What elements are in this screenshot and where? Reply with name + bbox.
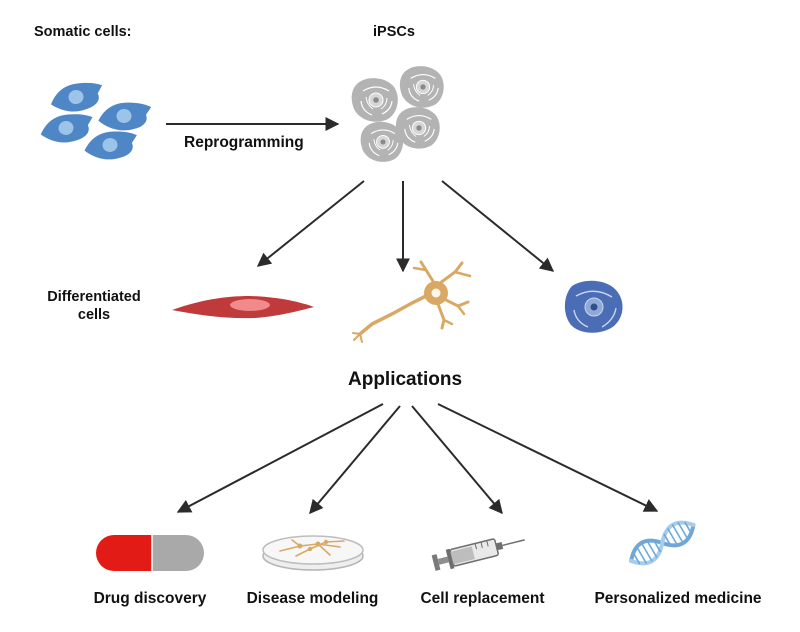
differentiated-cells-label: Differentiated cells [34, 288, 154, 324]
application-label-disease-modeling: Disease modeling [246, 590, 379, 607]
differentiation-arrows [256, 180, 555, 273]
dna-icon [629, 520, 696, 566]
petri-dish-icon [262, 535, 364, 571]
application-label-personalized-medicine: Personalized medicine [594, 590, 762, 607]
application-arrows [176, 403, 659, 515]
differentiated-label-line1: Differentiated [47, 289, 141, 305]
round-cell-icon [564, 280, 623, 333]
somatic-cells-label: Somatic cells: [34, 24, 132, 40]
somatic-cells-icon [38, 78, 154, 163]
ipsc-label: iPSCs [373, 24, 415, 40]
applications-heading: Applications [348, 369, 463, 390]
reprogramming-label: Reprogramming [184, 134, 304, 151]
capsule-icon [96, 535, 204, 571]
syringe-icon [431, 538, 525, 571]
muscle-cell-icon [172, 296, 314, 319]
ipsc-cells-icon [351, 65, 445, 163]
application-label-drug-discovery: Drug discovery [93, 590, 207, 607]
application-label-cell-replacement: Cell replacement [420, 590, 545, 607]
differentiated-label-line2: cells [77, 307, 111, 324]
neuron-icon [352, 260, 472, 343]
